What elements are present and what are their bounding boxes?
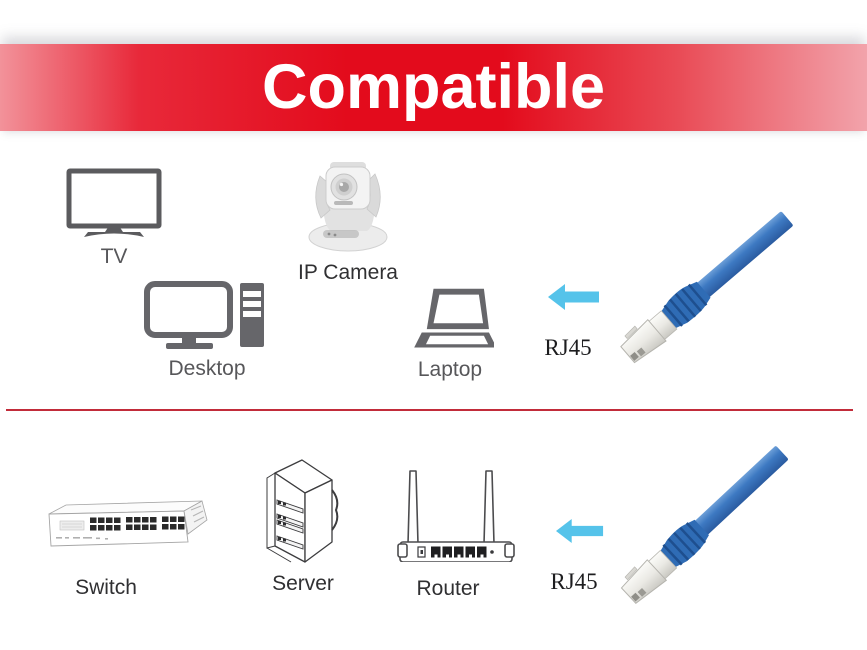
server-icon [266, 459, 339, 563]
section-divider [6, 409, 853, 411]
rj45-cable-icon [620, 211, 793, 364]
router-icon [397, 470, 515, 562]
ip-camera-label: IP Camera [298, 261, 398, 284]
router-label: Router [416, 577, 480, 600]
laptop-label: Laptop [417, 358, 483, 381]
rj45-cable-icon [620, 446, 788, 604]
left-arrow-icon [556, 519, 604, 543]
tv-label: TV [100, 245, 128, 268]
left-arrow-icon [548, 284, 599, 310]
server-label: Server [272, 572, 334, 595]
rj45-label-bottom: RJ45 [550, 569, 598, 594]
switch-icon [48, 500, 208, 547]
banner: Compatible [0, 44, 867, 131]
desktop-label: Desktop [168, 357, 246, 380]
laptop-icon [414, 288, 494, 348]
banner-title: Compatible [261, 52, 606, 122]
ip-camera-icon [308, 162, 388, 252]
tv-icon [66, 168, 162, 237]
rj45-label-top: RJ45 [544, 335, 592, 360]
switch-label: Switch [75, 576, 137, 599]
desktop-icon [144, 281, 264, 349]
